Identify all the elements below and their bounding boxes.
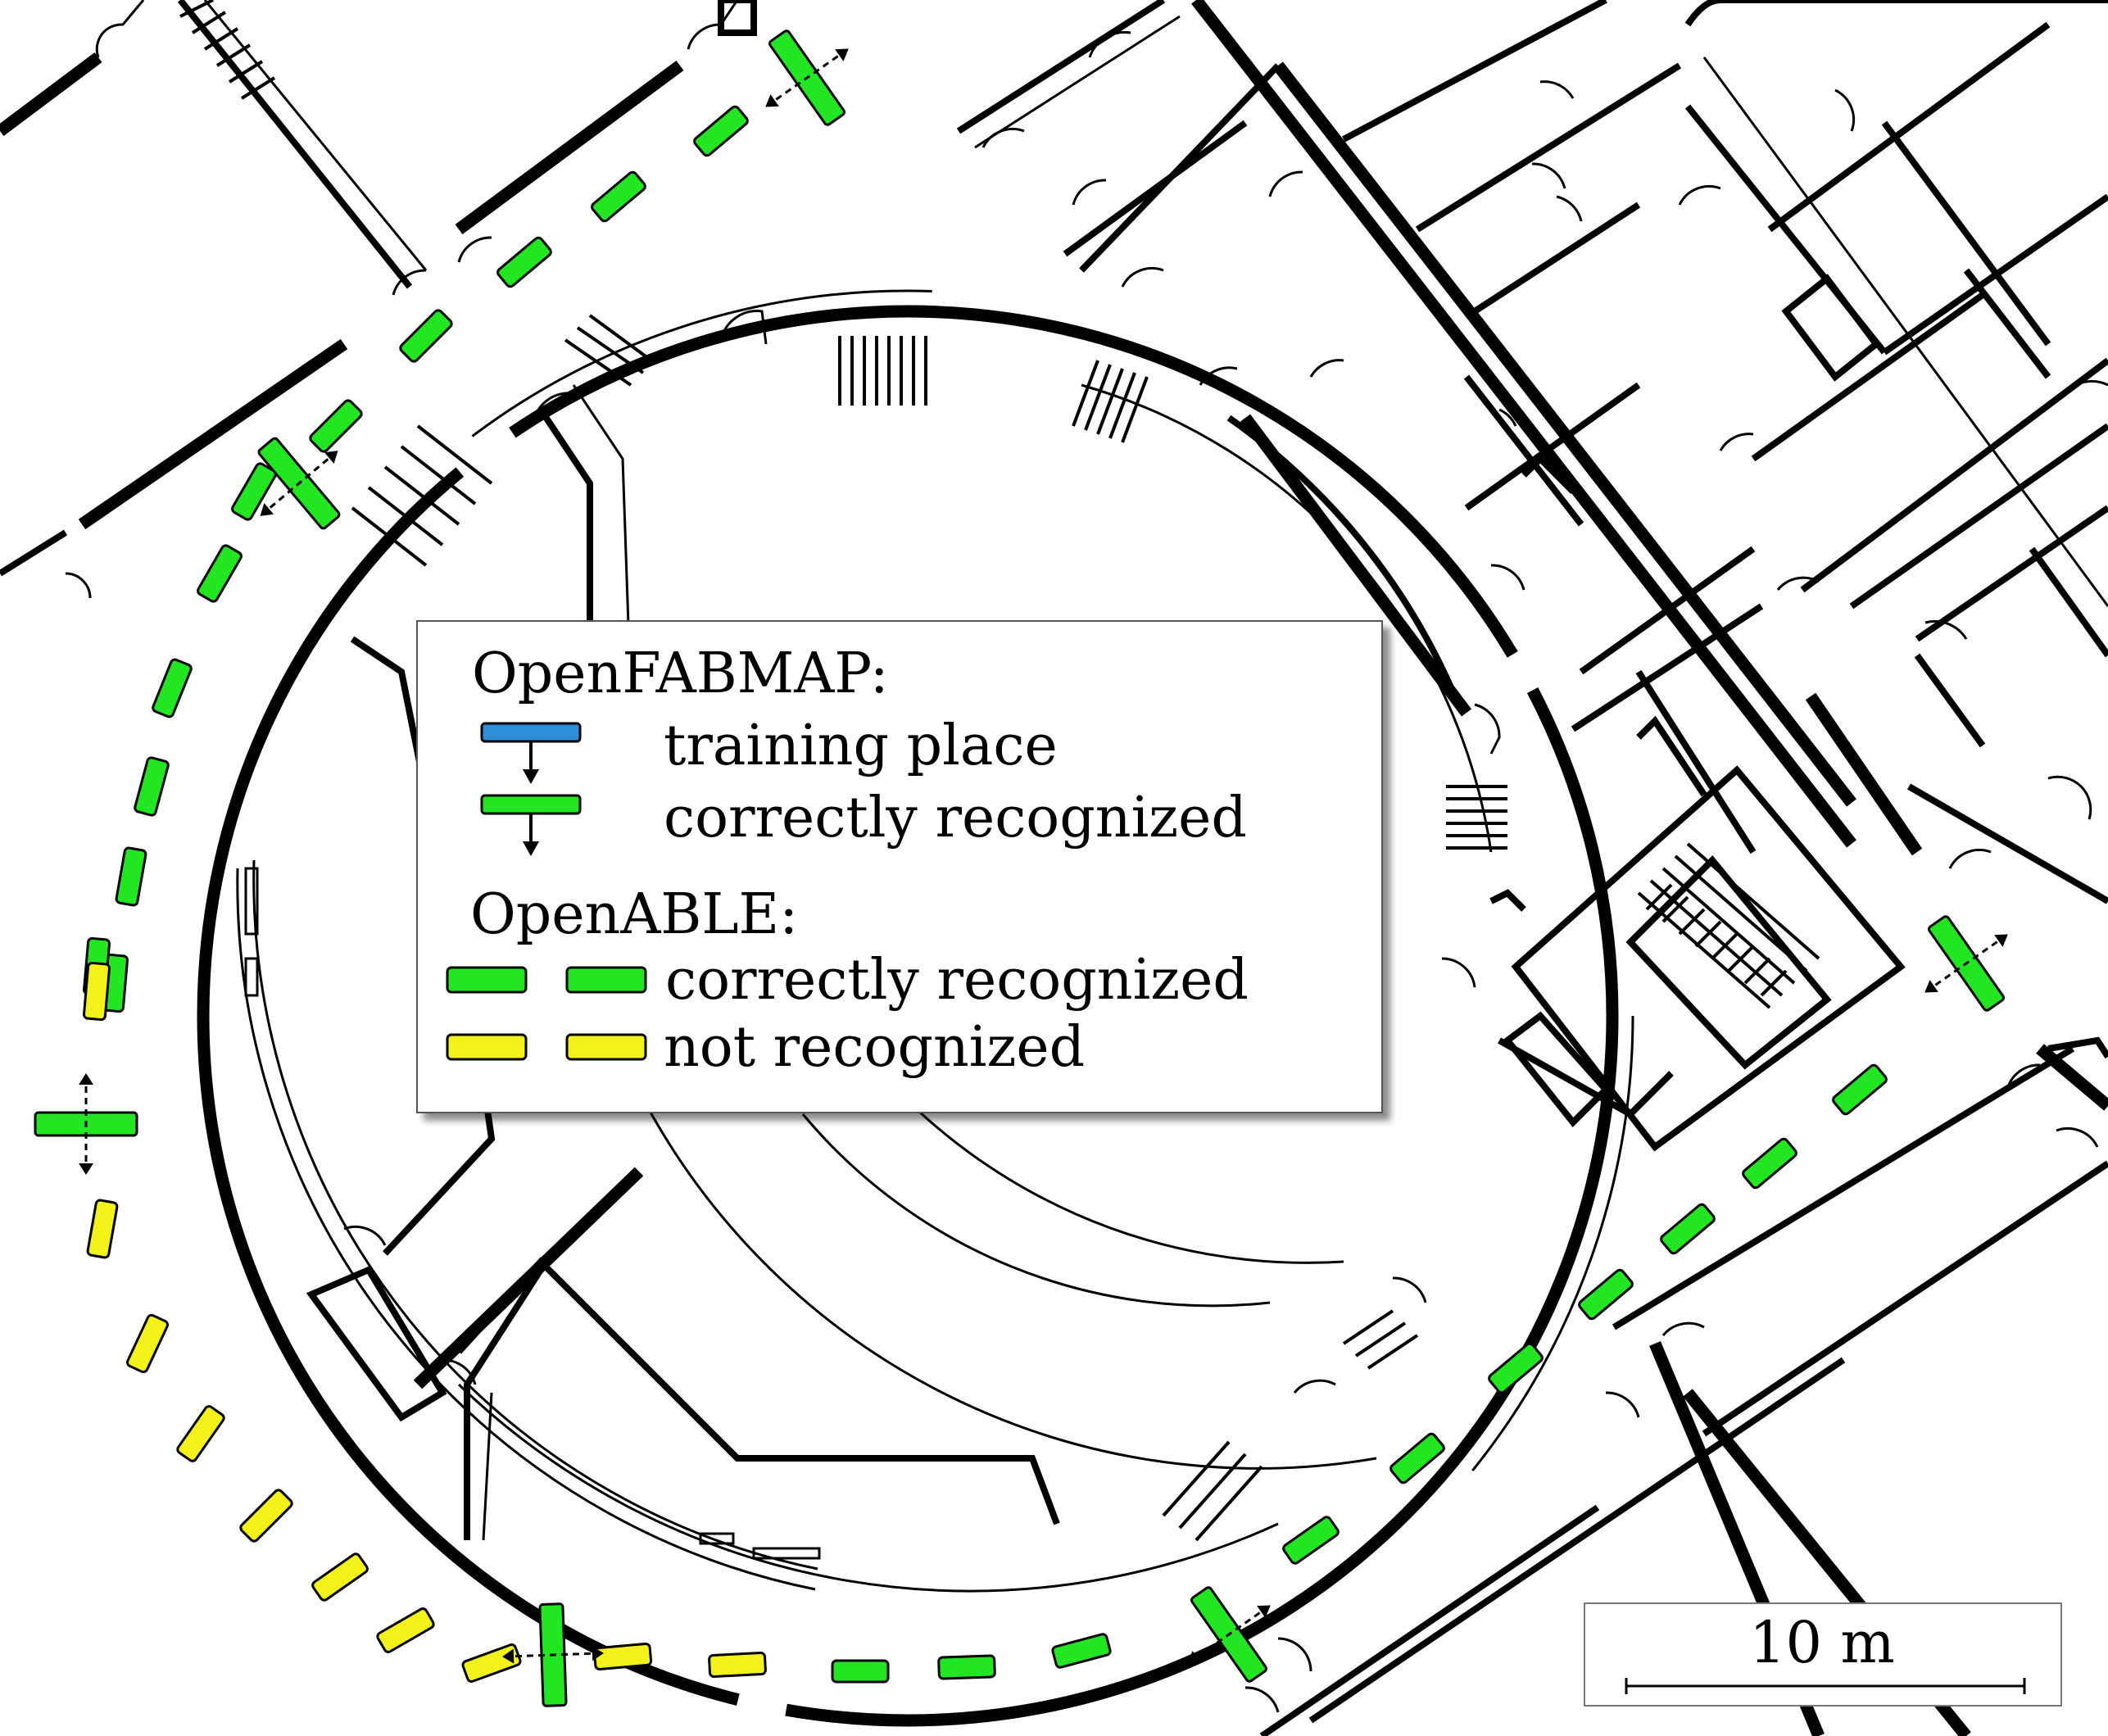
lower-right-building xyxy=(1244,1036,2108,1736)
recognized-dash xyxy=(1660,1203,1716,1255)
not-recognized-dash xyxy=(461,1643,522,1683)
not-recognized-dash xyxy=(239,1489,293,1543)
recognized-dash xyxy=(399,309,453,363)
stairwell-stairs xyxy=(1637,842,1820,1009)
recognized-dash xyxy=(115,846,147,907)
recognized-dash xyxy=(231,462,277,521)
fabmap-correct-symbol xyxy=(480,794,582,856)
rotunda xyxy=(181,289,1634,1736)
scale-label: 10 m xyxy=(1749,1609,1895,1676)
fabmap-recognized-marker xyxy=(1924,915,2008,1012)
upper-left-building xyxy=(0,0,757,599)
legend-openfabmap-heading: OpenFABMAP: xyxy=(472,641,889,706)
fabmap-recognized-marker xyxy=(257,437,341,530)
legend-able-correct: correctly recognized xyxy=(665,948,1249,1013)
not-recognized-symbol xyxy=(446,1033,647,1061)
recognized-dash xyxy=(496,236,552,288)
not-recognized-dash xyxy=(83,961,111,1022)
stairwell-block xyxy=(1498,765,1906,1152)
not-recognized-dash xyxy=(592,1643,653,1670)
not-recognized-dash xyxy=(86,1199,119,1259)
scale-bar: 10 m xyxy=(1584,1602,2062,1707)
upper-left-stairs xyxy=(179,0,276,100)
rotunda-entry-stairs xyxy=(351,314,1419,1542)
rotunda-stairs xyxy=(838,336,1507,850)
legend-not-recognized: not recognized xyxy=(664,1015,1086,1080)
recognized-dash xyxy=(591,170,646,223)
fabmap-recognized-marker xyxy=(765,29,849,126)
legend-openable-heading: OpenABLE: xyxy=(470,882,799,947)
not-recognized-dash xyxy=(311,1552,369,1602)
recognized-dash xyxy=(831,1659,890,1684)
recognized-dash xyxy=(134,756,170,817)
scale-line xyxy=(1625,1678,2026,1694)
legend-fabmap-correct: correctly recognized xyxy=(664,786,1247,850)
fabmap-recognized-marker xyxy=(34,1073,138,1175)
not-recognized-dash xyxy=(376,1607,435,1653)
upper-right-building xyxy=(956,0,2108,912)
not-recognized-dash xyxy=(708,1651,767,1679)
legend: OpenFABMAP: training place correctly rec… xyxy=(416,620,1383,1113)
legend-training-place: training place xyxy=(664,714,1058,778)
recognized-dash xyxy=(309,399,363,453)
recognized-dash xyxy=(1488,1342,1544,1394)
not-recognized-dash xyxy=(176,1405,225,1462)
training-place-symbol xyxy=(480,722,582,784)
recognized-dash xyxy=(1389,1432,1445,1484)
recognized-dash xyxy=(1282,1516,1340,1565)
recognized-dash xyxy=(1051,1633,1112,1669)
recognized-dash xyxy=(1578,1268,1634,1321)
not-recognized-dash xyxy=(125,1313,170,1374)
recognized-dash xyxy=(1742,1137,1797,1190)
recognized-dash xyxy=(1832,1063,1888,1116)
able-correct-symbol xyxy=(446,966,647,994)
recognized-dash xyxy=(152,658,193,718)
fabmap-recognized-marker xyxy=(1187,1586,1271,1683)
recognized-dash xyxy=(937,1654,996,1680)
fabmap-recognized-marker xyxy=(502,1602,604,1707)
recognized-dash xyxy=(693,105,749,157)
recognized-dash xyxy=(197,544,243,603)
